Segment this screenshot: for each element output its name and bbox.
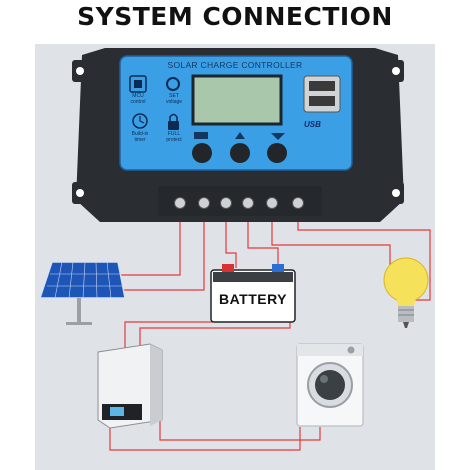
battery-negative-terminal: [272, 264, 284, 272]
battery-case: [210, 269, 296, 323]
usb-port-1: [309, 81, 335, 91]
terminal-screw-4: [242, 197, 254, 209]
terminal-block: [158, 186, 322, 216]
wire-appliance-2: [159, 420, 321, 441]
mount-hole-left-top: [76, 67, 84, 75]
solar-panel: [38, 261, 126, 325]
lock-icon: [168, 121, 179, 130]
wire-appliance: [109, 420, 301, 451]
washer-knob: [347, 346, 355, 354]
battery: [210, 264, 296, 323]
wire-solar-positive: [120, 208, 181, 276]
menu-button: [192, 143, 212, 163]
bulb-base: [398, 306, 414, 322]
controller-panel-title: SOLAR CHARGE CONTROLLER: [167, 60, 303, 70]
wire-battery-negative: [247, 208, 279, 268]
wire-load-positive: [271, 208, 391, 265]
lcd-screen: [191, 74, 283, 126]
usb-port-2: [309, 96, 335, 106]
solar-panel-surface: [38, 261, 126, 299]
wire-solar-negative: [120, 208, 205, 291]
down-button: [267, 143, 287, 163]
inverter: [97, 343, 163, 429]
wire-inverter: [124, 300, 213, 350]
wire-load-negative: [297, 208, 431, 301]
chip-icon: [129, 75, 147, 93]
washing-machine: [296, 343, 364, 427]
battery-positive-terminal: [222, 264, 234, 272]
terminal-screw-5: [266, 197, 278, 209]
bulb-glass: [383, 257, 429, 303]
terminal-screw-3: [220, 197, 232, 209]
inverter-screen: [110, 407, 124, 416]
usb-label: USB: [304, 120, 321, 129]
battery-label: BATTERY: [218, 291, 288, 307]
terminal-screw-2: [198, 197, 210, 209]
charge-controller: [72, 48, 404, 222]
solar-indicator-icon: [194, 132, 208, 139]
wire-battery-positive: [225, 208, 237, 268]
terminal-screws: [174, 197, 304, 209]
clock-icon: [132, 113, 148, 129]
up-button: [230, 143, 250, 163]
mount-hole-right-top: [392, 67, 400, 75]
page-title: SYSTEM CONNECTION: [77, 2, 393, 31]
terminal-screw-1: [174, 197, 186, 209]
mount-hole-left-bottom: [76, 189, 84, 197]
washer-drum: [315, 370, 345, 400]
load-indicator-icon: [271, 133, 285, 140]
solar-panel-stand: [77, 298, 81, 324]
mount-hole-right-bottom: [392, 189, 400, 197]
light-bulb: [383, 257, 429, 328]
gear-icon: [166, 77, 180, 91]
terminal-screw-6: [292, 197, 304, 209]
battery-indicator-icon: [235, 132, 245, 139]
